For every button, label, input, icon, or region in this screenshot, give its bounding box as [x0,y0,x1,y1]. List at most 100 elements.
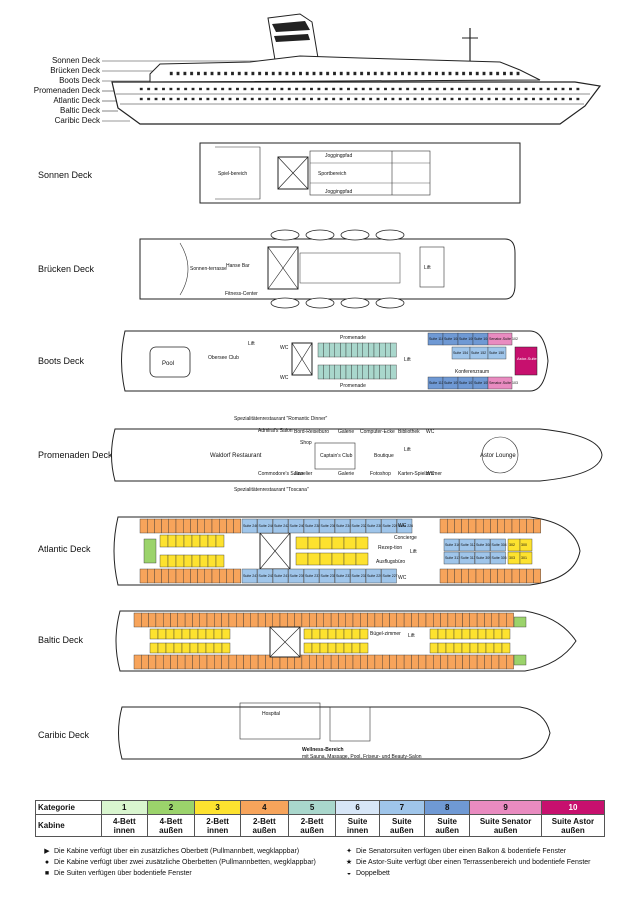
baltic-cabin-bottom [323,654,332,670]
atlantic-cabin-top [226,518,234,534]
side-window [455,71,459,76]
legend-cat-8: 8 [423,800,471,815]
legend-text-3: 2-Bett innen [194,814,241,837]
deck-label-baltic: Baltic Deck [38,635,84,645]
side-window [285,71,289,76]
baltic-cabins-top [133,612,527,628]
baltic-cabin-top [243,612,252,628]
side-window [465,87,469,91]
boots-lift2: Lift [404,357,411,363]
atlantic-suite-bottom [350,568,366,584]
boots-cabin [334,342,341,358]
boots-suite-top [487,332,513,346]
caribic-wellness-title: Wellness-Bereich [302,747,344,753]
side-window [273,97,276,101]
side-window [292,71,296,76]
side-window [154,87,158,91]
baltic-inner-cabin [343,642,353,654]
side-window [354,87,358,91]
atlantic-inner-cabin [215,534,225,548]
side-window [324,87,328,91]
side-window [169,97,173,101]
side-window [517,87,521,91]
baltic-cabin-top [476,612,485,628]
atlantic-cabin-bottom [204,568,213,584]
atlantic-fwd-cabin [519,538,533,552]
boots-cabin [390,364,397,380]
side-window [569,97,572,101]
baltic-cabin-bottom [177,654,186,670]
baltic-cabin-top [170,612,179,628]
baltic-cabin-bottom [411,654,419,670]
side-window [450,87,454,91]
boots-suite-mid-label: Suite 152 [471,351,486,355]
boots-cabin [329,342,336,358]
prom-lift: Lift [404,447,411,453]
boots-astor: Astor-Suite 101 [517,356,545,361]
atlantic-cabins-top [139,518,541,534]
deck-label-bruecken: Brücken Deck [38,264,95,274]
atlantic-inner-cabin [191,554,201,568]
baltic-inner-cabin [501,628,511,640]
baltic-cabin-top [228,612,237,628]
side-window [443,97,447,101]
atlantic-suite-fwd-label: Suite 317 [445,556,460,560]
side-window [265,71,268,76]
atlantic-cabin-bottom [168,568,177,584]
atlantic-inner-cabin [175,534,185,548]
atlantic-cabin-bottom [182,568,191,584]
atlantic-cabin-top [211,518,220,534]
baltic-cabin-bottom [250,654,259,670]
side-window [210,71,214,76]
baltic-cabin-bottom [425,654,434,670]
side-window [161,87,165,91]
atlantic-cabin-bottom [175,568,184,584]
atlantic-cabin-top [475,518,484,534]
baltic-cabin-top [250,612,259,628]
side-window [176,87,180,91]
side-window [258,87,262,91]
atlantic-cabin-top [154,518,162,534]
side-window [190,71,194,76]
boots-cabin [323,364,330,380]
side-window [147,97,151,101]
side-window [561,97,565,101]
legend-text-4: 2-Bett außen [239,814,289,837]
atlantic-cabin-top [447,518,455,534]
side-window [221,87,225,91]
side-window [421,71,425,76]
deck-label-sonnen: Sonnen Deck [38,170,93,180]
atlantic-cabin-top [218,518,227,534]
baltic-inner-cabin [213,628,223,640]
side-label-caribic: Caribic Deck [54,116,100,125]
atlantic-cabin-bottom [226,568,234,584]
baltic-inner-cabin [165,642,175,654]
side-window [213,87,217,91]
prom-boutique: Boutique [374,453,394,459]
legend-cat-2: 2 [146,800,196,815]
legend-cat-5: 5 [287,800,337,815]
atlantic-inner-cabin [199,554,209,568]
baltic-inner-cabin [453,628,463,640]
baltic-cabin-top [498,612,507,628]
side-window [228,87,232,91]
prom-spez-top: Spezialitätenrestaurant "Romantic Dinner… [234,416,328,422]
side-window [169,71,173,76]
side-window [250,97,254,101]
side-window [391,97,395,101]
note-2: ●Die Kabine verfügt über zwei zusätzlich… [40,857,340,868]
atlantic-cabin-bottom [511,568,520,584]
atlantic-cabin-top [490,518,498,534]
promenaden-deck-plan: Spezialitätenrestaurant "Romantic Dinner… [111,416,603,493]
atlantic-cabin-top [533,518,541,534]
boots-suite-bottom [487,376,513,390]
side-window [576,97,580,101]
side-window [213,97,217,101]
atlantic-inner-cabin [207,534,217,548]
baltic-inner-cabin [303,628,313,640]
side-label-atlantic: Atlantic Deck [53,96,100,105]
boots-deck-plan: Pool Obersee Club Lift WC WC Promenade P… [121,330,549,392]
baltic-cabin-top [352,612,361,628]
